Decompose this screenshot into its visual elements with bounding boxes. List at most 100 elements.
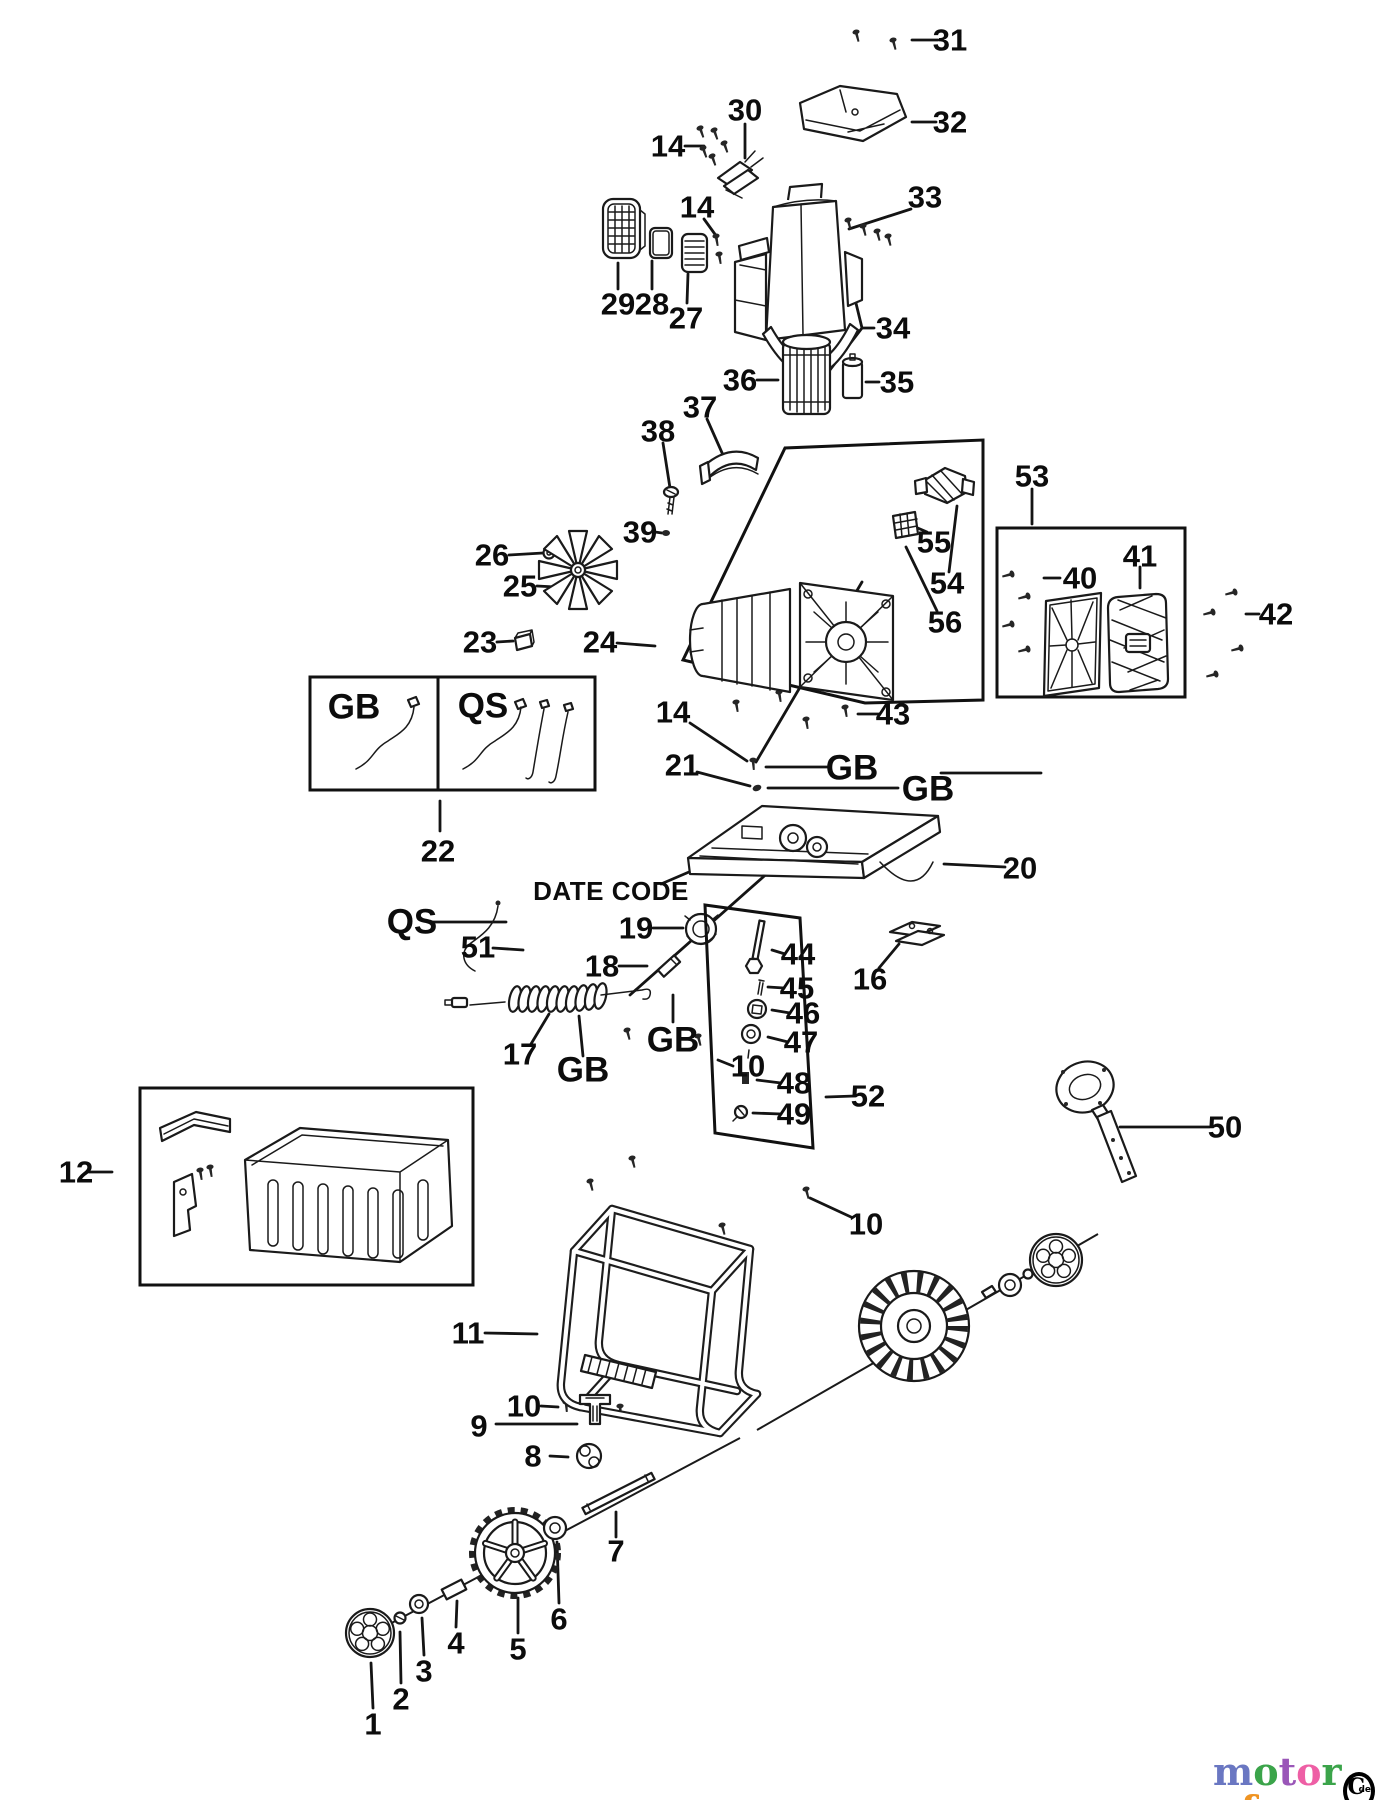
callout-36: 36 <box>722 362 758 398</box>
screw-icons <box>196 28 1245 1417</box>
part-capacitor-35 <box>841 353 864 400</box>
part-rotor-36 <box>781 333 832 416</box>
callout-7: 7 <box>607 1533 625 1569</box>
part-bushing-19 <box>684 912 719 946</box>
callout-37: 37 <box>682 389 718 425</box>
callout-12: 12 <box>58 1154 94 1190</box>
callout-gb-c: GB <box>556 1050 610 1090</box>
part-terminal-55 <box>891 510 920 540</box>
callout-9: 9 <box>470 1408 488 1444</box>
part-bracket-16 <box>888 920 946 947</box>
watermark-logo: motoruf C de <box>1213 1753 1375 1800</box>
callout-33: 33 <box>907 179 943 215</box>
callout-5: 5 <box>509 1631 527 1667</box>
callout-49: 49 <box>776 1096 812 1132</box>
inset-label-gb: GB <box>327 687 381 727</box>
callout-52: 52 <box>850 1078 886 1114</box>
part-hubcap-1 <box>344 1607 396 1659</box>
callout-14c: 14 <box>655 694 691 730</box>
callout-gb-d: GB <box>646 1020 700 1060</box>
part-axle-washer-right <box>980 1268 1034 1300</box>
part-guard-cover-41 <box>1106 592 1170 694</box>
callout-28: 28 <box>634 286 670 322</box>
callout-18: 18 <box>584 948 620 984</box>
callout-10a: 10 <box>730 1048 766 1084</box>
callout-22: 22 <box>420 833 456 869</box>
callout-45: 45 <box>779 970 815 1006</box>
callout-40: 40 <box>1062 560 1098 596</box>
callout-10b: 10 <box>848 1206 884 1242</box>
callout-24: 24 <box>582 624 618 660</box>
part-saddle-37 <box>698 450 760 486</box>
callout-51: 51 <box>460 929 496 965</box>
callout-21: 21 <box>664 747 700 783</box>
hardware-box-52 <box>703 903 815 1150</box>
callout-32: 32 <box>932 104 968 140</box>
leader-lines <box>87 38 1261 1710</box>
callout-46: 46 <box>785 995 821 1031</box>
callout-4: 4 <box>447 1625 465 1661</box>
cable-box-22 <box>308 675 597 792</box>
part-gear-54 <box>913 466 976 505</box>
callout-38: 38 <box>640 413 676 449</box>
callout-20: 20 <box>1002 850 1038 886</box>
part-key-48 <box>742 1049 750 1084</box>
part-switch-30 <box>716 150 764 199</box>
callout-34: 34 <box>875 310 911 346</box>
callout-54: 54 <box>929 565 965 601</box>
watermark-copyright-badge: C de <box>1343 1772 1375 1800</box>
callout-27: 27 <box>668 300 704 336</box>
callout-55: 55 <box>916 524 952 560</box>
callout-50: 50 <box>1207 1109 1243 1145</box>
part-axle-7 <box>581 1471 656 1516</box>
callout-23: 23 <box>462 624 498 660</box>
callout-6: 6 <box>550 1601 568 1637</box>
callout-53: 53 <box>1014 458 1050 494</box>
part-latch-9 <box>578 1393 612 1426</box>
part-spring-17 <box>444 982 652 1013</box>
part-pin-45 <box>757 979 765 996</box>
callout-1: 1 <box>364 1706 382 1742</box>
callout-56: 56 <box>927 604 963 640</box>
callout-11: 11 <box>451 1315 485 1351</box>
callout-30: 30 <box>727 92 763 128</box>
callout-8: 8 <box>524 1438 542 1474</box>
callout-date-code: DATE CODE <box>533 876 689 906</box>
part-grille-27 <box>680 232 709 274</box>
watermark-letter: f <box>1241 1791 1257 1800</box>
part-grille-29 <box>601 197 646 260</box>
watermark-badge-domain: de <box>1358 1785 1371 1795</box>
part-pad-28 <box>648 226 674 260</box>
watermark-letter: u <box>1213 1791 1241 1800</box>
part-washer-6 <box>542 1515 568 1541</box>
callout-47: 47 <box>783 1024 819 1060</box>
part-bolt-44 <box>744 919 766 975</box>
fan-guard-box <box>995 526 1187 699</box>
part-ribbed-wheel <box>857 1269 971 1383</box>
callout-gb-b: GB <box>901 769 955 809</box>
callout-gb-a: GB <box>825 748 879 788</box>
callout-43: 43 <box>875 696 911 732</box>
part-cable-51 <box>463 900 501 972</box>
part-fan-25 <box>537 529 619 611</box>
watermark-badge-letter: C <box>1347 1774 1365 1800</box>
part-pin-18 <box>656 954 682 978</box>
callout-2: 2 <box>392 1681 410 1717</box>
part-hopper-lid <box>798 84 908 143</box>
part-base-plate-20 <box>686 804 942 882</box>
callout-14b: 14 <box>679 189 715 225</box>
callout-31: 31 <box>932 22 968 58</box>
basket-box-12 <box>138 1086 475 1287</box>
watermark-letter: r <box>1321 1749 1342 1794</box>
callout-14a: 14 <box>650 128 686 164</box>
watermark-letter: m <box>1213 1749 1254 1794</box>
callout-41: 41 <box>1122 538 1158 574</box>
callout-16: 16 <box>852 961 888 997</box>
callout-10c: 10 <box>506 1388 542 1424</box>
inset-label-qs: QS <box>457 686 509 726</box>
part-fan-grate-40 <box>1042 591 1103 698</box>
callout-35: 35 <box>879 364 915 400</box>
callout-42: 42 <box>1258 596 1294 632</box>
